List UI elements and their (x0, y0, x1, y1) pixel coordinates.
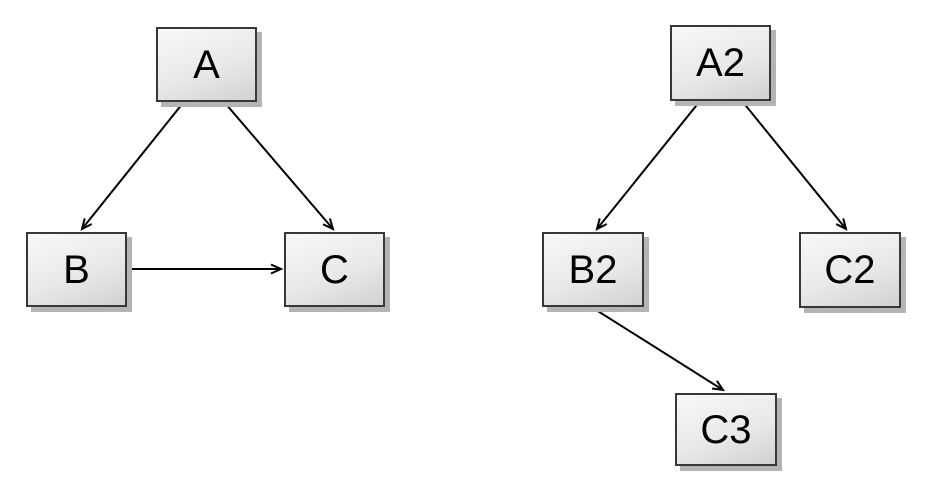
edge-A-to-C (224, 102, 335, 231)
node-C2: C2 (799, 232, 901, 308)
node-label-B2: B2 (568, 247, 618, 292)
node-label-B: B (63, 247, 90, 292)
node-C3: C3 (675, 393, 777, 466)
node-A2: A2 (670, 25, 771, 101)
node-A: A (156, 27, 257, 102)
node-B2: B2 (542, 232, 644, 307)
edge-A2-to-B2 (595, 100, 701, 231)
node-label-C: C (320, 247, 349, 292)
edge-B2-to-C3 (592, 307, 726, 392)
node-label-A2: A2 (696, 41, 745, 85)
node-B: B (26, 232, 127, 307)
node-label-A: A (193, 42, 220, 87)
node-C: C (284, 232, 385, 307)
node-label-C2: C2 (824, 248, 876, 292)
edge-A2-to-C2 (741, 100, 848, 231)
edge-A-to-B (80, 102, 184, 231)
node-label-C3: C3 (700, 407, 752, 452)
